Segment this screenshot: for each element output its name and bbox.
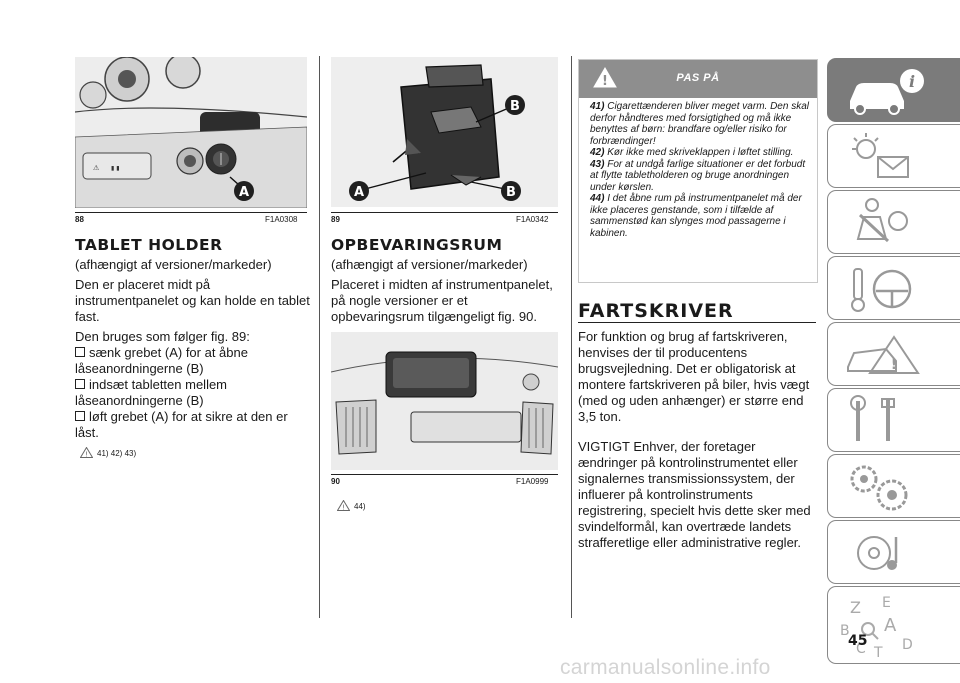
tab-maintenance[interactable] bbox=[827, 388, 960, 452]
figure-90-number: 90 bbox=[331, 477, 340, 486]
figure-88-callout-a: A bbox=[239, 185, 249, 200]
figure-90-rule bbox=[331, 474, 558, 475]
svg-text:B: B bbox=[840, 623, 850, 639]
storage-body: (afhængigt af versioner/markeder) Placer… bbox=[331, 257, 563, 325]
warning-item-42: 42) Kør ikke med skriveklappen i løftet … bbox=[590, 147, 794, 158]
tablet-holder-subheading: (afhængigt af versioner/markeder) bbox=[75, 257, 272, 272]
technical-data-icon bbox=[850, 465, 908, 511]
tab-emergency[interactable]: ! bbox=[827, 322, 960, 386]
watermark: carmanualsonline.info bbox=[560, 656, 771, 679]
checkbox-bullet-icon bbox=[75, 411, 85, 421]
tab-multimedia[interactable] bbox=[827, 520, 960, 584]
figure-89-code: F1A0342 bbox=[516, 215, 549, 224]
svg-text:▮ ▮: ▮ ▮ bbox=[111, 165, 120, 172]
svg-text:!: ! bbox=[342, 504, 345, 512]
storage-warning-ref-text: 44) bbox=[354, 502, 366, 511]
tachograph-para-1: For funktion og brug af fartskriveren, h… bbox=[578, 329, 810, 424]
checkbox-bullet-icon bbox=[75, 379, 85, 389]
storage-subheading: (afhængigt af versioner/markeder) bbox=[331, 257, 528, 272]
warning-box-text: 41) Cigarettænderen bliver meget varm. D… bbox=[579, 98, 817, 239]
svg-text:T: T bbox=[873, 645, 883, 661]
figure-88-image: ⚠ ▮ ▮ A bbox=[75, 57, 307, 208]
warning-item-43: 43) For at undgå farlige situationer er … bbox=[590, 158, 806, 193]
figure-89-image: B A B bbox=[331, 57, 558, 207]
tablet-holder-para-1: Den er placeret midt på instrumentpanele… bbox=[75, 277, 310, 324]
warning-triangle-icon: ! bbox=[80, 447, 93, 458]
svg-text:⚠: ⚠ bbox=[93, 164, 100, 172]
car-info-icon: i bbox=[850, 69, 924, 115]
section-title-storage: OPBEVARINGSRUM bbox=[331, 236, 503, 254]
index-icon: Z E B A C T D bbox=[840, 595, 913, 661]
multimedia-icon bbox=[857, 536, 898, 570]
column-separator-1 bbox=[319, 56, 320, 618]
tablet-holder-step-1: sænk grebet (A) for at åbne låseanordnin… bbox=[75, 345, 248, 376]
figure-90-code: F1A0999 bbox=[516, 477, 549, 486]
tab-safety[interactable] bbox=[827, 190, 960, 254]
svg-text:A: A bbox=[884, 615, 897, 636]
tab-technical-data[interactable] bbox=[827, 454, 960, 518]
page-number: 45 bbox=[848, 633, 868, 649]
tachograph-heading-rule bbox=[578, 322, 816, 323]
tablet-holder-body: (afhængigt af versioner/markeder) Den er… bbox=[75, 257, 310, 441]
warning-item-41: 41) Cigarettænderen bliver meget varm. D… bbox=[590, 101, 809, 147]
tachograph-body: For funktion og brug af fartskriveren, h… bbox=[578, 329, 816, 551]
svg-text:i: i bbox=[909, 72, 915, 91]
figure-90-image bbox=[331, 332, 558, 470]
tachograph-para-2: VIGTIGT Enhver, der foretager ændringer … bbox=[578, 439, 811, 550]
figure-88-rule bbox=[75, 212, 307, 213]
figure-88-code: F1A0308 bbox=[265, 215, 298, 224]
svg-text:!: ! bbox=[891, 357, 897, 373]
figure-89-rule bbox=[331, 212, 558, 213]
column-separator-2 bbox=[571, 56, 572, 618]
storage-para-1: Placeret i midten af instrumentpanelet, … bbox=[331, 277, 553, 324]
warning-triangle-icon: ! bbox=[337, 500, 350, 511]
warning-box: ! PAS PÅ 41) Cigarettænderen bliver mege… bbox=[578, 59, 818, 283]
figure-88-number: 88 bbox=[75, 215, 84, 224]
tab-starting-driving[interactable] bbox=[827, 256, 960, 320]
warning-item-44: 44) I det åbne rum på instrumentpanelet … bbox=[590, 193, 802, 239]
figure-89-callout-b-top: B bbox=[510, 99, 520, 114]
tablet-holder-warning-ref-text: 41) 42) 43) bbox=[97, 449, 137, 458]
tab-car-info[interactable]: i bbox=[827, 58, 960, 122]
svg-text:!: ! bbox=[85, 451, 88, 459]
tablet-holder-step-3: løft grebet (A) for at sikre at den er l… bbox=[75, 409, 288, 440]
emergency-icon: ! bbox=[847, 335, 920, 374]
checkbox-bullet-icon bbox=[75, 347, 85, 357]
tab-warning-lights[interactable] bbox=[827, 124, 960, 188]
tablet-holder-step-2: indsæt tabletten mellem låseanordningern… bbox=[75, 377, 228, 408]
maintenance-icon bbox=[850, 395, 895, 441]
figure-89-callout-a: A bbox=[354, 185, 364, 200]
starting-driving-icon bbox=[851, 268, 912, 312]
figure-89-number: 89 bbox=[331, 215, 340, 224]
figure-89-callout-b-bottom: B bbox=[506, 185, 516, 200]
tab-index[interactable]: Z E B A C T D bbox=[827, 586, 960, 664]
svg-text:!: ! bbox=[602, 74, 608, 88]
svg-text:C: C bbox=[856, 641, 866, 657]
svg-text:D: D bbox=[902, 637, 913, 653]
svg-text:E: E bbox=[882, 595, 891, 611]
section-title-tablet-holder: TABLET HOLDER bbox=[75, 236, 223, 254]
warning-box-title: PAS PÅ bbox=[676, 72, 720, 84]
section-title-tachograph: FARTSKRIVER bbox=[578, 300, 734, 322]
warning-triangle-icon: ! bbox=[593, 67, 617, 88]
safety-airbag-icon bbox=[856, 198, 908, 243]
storage-warning-refs: ! 44) bbox=[337, 500, 366, 511]
warning-box-header: ! PAS PÅ bbox=[579, 60, 817, 98]
tablet-holder-warning-refs: ! 41) 42) 43) bbox=[80, 447, 136, 458]
tablet-holder-para-2: Den bruges som følger fig. 89: bbox=[75, 329, 250, 344]
warning-lights-icon bbox=[852, 133, 909, 178]
svg-text:Z: Z bbox=[850, 598, 861, 617]
